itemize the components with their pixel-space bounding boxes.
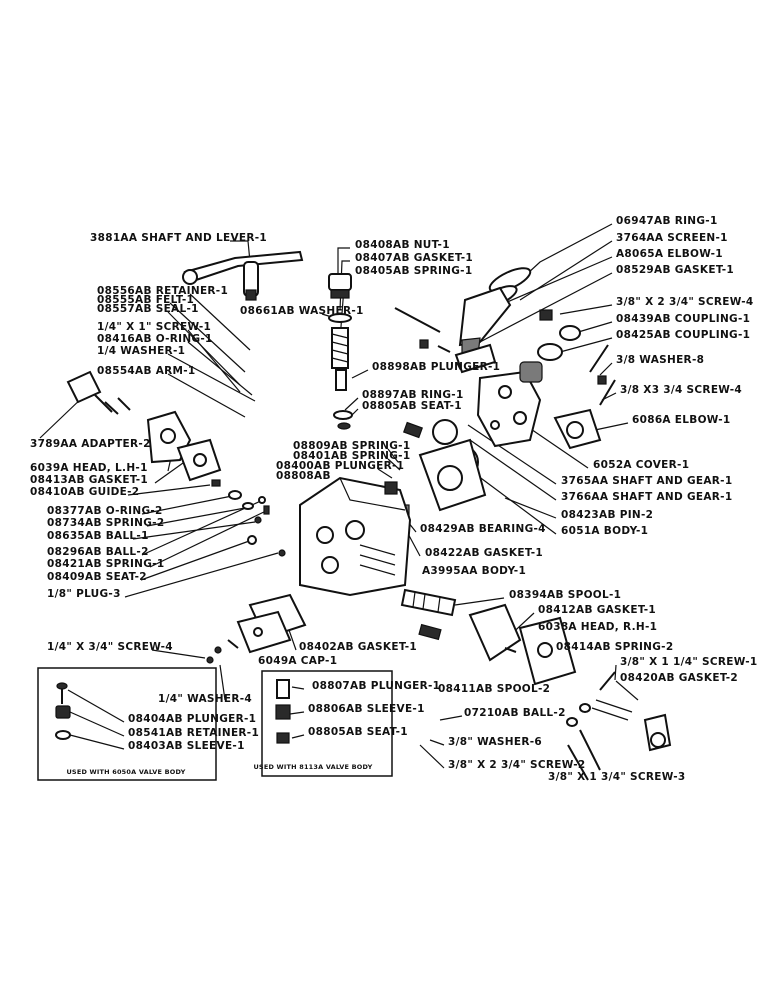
valve-body-part: [278, 476, 412, 597]
callout-label: 08635AB BALL-1: [47, 530, 149, 542]
callout-label: 3/8 WASHER-8: [616, 354, 704, 366]
callout-label: 3764AA SCREEN-1: [616, 232, 728, 244]
callout-label: 1/4" WASHER-4: [158, 693, 252, 705]
callout-label: 08805AB SEAT-1: [308, 726, 408, 738]
callout-label: 08807AB PLUNGER-1: [312, 680, 440, 692]
callout-label: 08806AB SLEEVE-1: [308, 703, 425, 715]
callout-label: 1/4 WASHER-1: [97, 345, 185, 357]
callout-label: 07210AB BALL-2: [464, 707, 566, 719]
inset-box-right: [261, 670, 393, 777]
callout-label: 08400AB PLUNGER-1: [276, 460, 404, 472]
plunger-stack-part: [328, 273, 353, 430]
bottom-right-screws-part: [566, 671, 672, 781]
inset-caption: USED WITH 8113A VALVE BODY: [253, 763, 372, 771]
callout-label: 08805AB SEAT-1: [362, 400, 462, 412]
callout-label: 08404AB PLUNGER-1: [128, 713, 256, 725]
callout-label: 08408AB NUT-1: [355, 239, 450, 251]
callout-label: 08555AB FELT-1: [97, 294, 194, 306]
callout-label: 08403AB SLEEVE-1: [128, 740, 245, 752]
callout-label: 08394AB SPOOL-1: [509, 589, 621, 601]
callout-label: 08405AB SPRING-1: [355, 265, 472, 277]
callout-label: 3766AA SHAFT AND GEAR-1: [561, 491, 732, 503]
callout-label: 08413AB GASKET-1: [30, 474, 148, 486]
callout-label: A3995AA BODY-1: [422, 565, 526, 577]
callout-label: 08412AB GASKET-1: [538, 604, 656, 616]
callout-label: 3/8" X 2 3/4" SCREW-4: [616, 296, 753, 308]
callout-label: 08414AB SPRING-2: [556, 641, 673, 653]
callout-label: 08401AB SPRING-1: [293, 450, 410, 462]
callout-label: 08411AB SPOOL-2: [438, 683, 550, 695]
callout-label: A8065A ELBOW-1: [616, 248, 723, 260]
callout-label: 3765AA SHAFT AND GEAR-1: [561, 475, 732, 487]
callout-label: 08898AB PLUNGER-1: [372, 361, 500, 373]
callout-label: 08409AB SEAT-2: [47, 571, 147, 583]
callout-label: 08425AB COUPLING-1: [616, 329, 750, 341]
inset-captions: USED WITH 6050A VALVE BODY USED WITH 8113…: [66, 763, 372, 776]
callout-label: 3881AA SHAFT AND LEVER-1: [90, 232, 267, 244]
callout-label: 08554AB ARM-1: [97, 365, 196, 377]
shaft-and-lever-part: [182, 250, 304, 301]
callout-label: 3/8" X 1 3/4" SCREW-3: [548, 771, 685, 783]
callout-label: 08897AB RING-1: [362, 389, 464, 401]
callout-label: 08420AB GASKET-2: [620, 672, 738, 684]
callout-label: 3/8" X 2 3/4" SCREW-2: [448, 759, 585, 771]
callout-label: 6038A HEAD, R.H-1: [538, 621, 657, 633]
callout-label: 08423AB PIN-2: [561, 509, 653, 521]
callout-label: 08529AB GASKET-1: [616, 264, 734, 276]
callout-label: 08296AB BALL-2: [47, 546, 149, 558]
cap-gasket-part: [206, 593, 307, 664]
callout-label: 1/4" X 1" SCREW-1: [97, 321, 211, 333]
callout-label: 08808AB: [276, 470, 331, 482]
callout-label: 6039A HEAD, L.H-1: [30, 462, 148, 474]
callout-label: 08809AB SPRING-1: [293, 440, 410, 452]
callout-label: 08422AB GASKET-1: [425, 547, 543, 559]
callout-label: 08734AB SPRING-2: [47, 517, 164, 529]
callout-label: 3789AA ADAPTER-2: [30, 438, 151, 450]
inset-caption: USED WITH 6050A VALVE BODY: [66, 768, 185, 776]
callout-label: 08541AB RETAINER-1: [128, 727, 259, 739]
pump-cover-part: [476, 361, 543, 448]
callout-label: 08410AB GUIDE-2: [30, 486, 139, 498]
callout-label: 6051A BODY-1: [561, 525, 648, 537]
left-head-part: [66, 370, 270, 545]
callout-label: 08407AB GASKET-1: [355, 252, 473, 264]
gears-body-part: [394, 419, 487, 518]
screws-right-part: [394, 307, 616, 406]
callout-label: 1/8" PLUG-3: [47, 588, 121, 600]
callout-label: 1/4" X 3/4" SCREW-4: [47, 641, 173, 653]
spool-head-right-part: [400, 588, 577, 686]
callout-label: 3/8 X3 3/4 SCREW-4: [620, 384, 742, 396]
callout-label: 08429AB BEARING-4: [420, 523, 546, 535]
callout-label: 08416AB O-RING-1: [97, 333, 213, 345]
callout-label: 06947AB RING-1: [616, 215, 718, 227]
callout-label: 08557AB SEAL-1: [97, 303, 199, 315]
callout-label: 3/8" X 1 1/4" SCREW-1: [620, 656, 757, 668]
callout-label: 08377AB O-RING-2: [47, 505, 163, 517]
callout-label: 08556AB RETAINER-1: [97, 285, 228, 297]
screen-elbow-part: [454, 267, 532, 374]
callout-label: 08402AB GASKET-1: [299, 641, 417, 653]
callout-label: 6086A ELBOW-1: [632, 414, 730, 426]
inset-box-left: [37, 667, 217, 781]
callout-label: 6049A CAP-1: [258, 655, 337, 667]
callout-label: 3/8" WASHER-6: [448, 736, 542, 748]
callout-label: 6052A COVER-1: [593, 459, 689, 471]
callout-label: 08439AB COUPLING-1: [616, 313, 750, 325]
callout-label: 08421AB SPRING-1: [47, 558, 164, 570]
elbow-right-part: [553, 408, 602, 450]
callout-label: 08661AB WASHER-1: [240, 305, 364, 317]
